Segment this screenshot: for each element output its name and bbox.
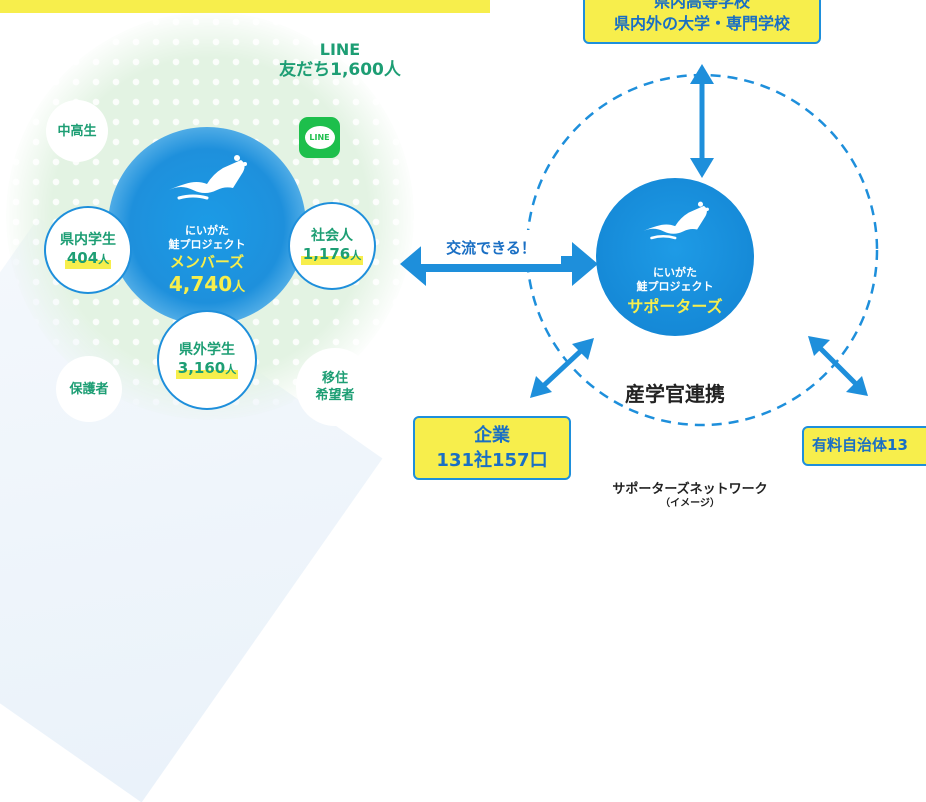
companies-arrow-line [538,346,586,391]
municipalities-arrow-head-2 [846,376,868,396]
companies-arrow-head-1 [530,376,552,398]
exchange-arrow [400,242,598,286]
schools-box: 県内高等学校 県内外の大学・専門学校 [583,0,821,44]
out-students-count-row: 3,160人 [175,358,239,379]
network-caption-line-1: サポーターズネットワーク [612,482,768,497]
migration-label-1: 移住 [321,371,348,386]
line-app-icon: LINE [299,117,340,158]
schools-arrow-head-bottom [690,158,714,178]
companies-box: 企業 131社157口 [413,416,571,480]
exchange-label: 交流できる！ [421,230,561,264]
companies-arrow-head-2 [572,338,594,360]
cooperation-label: 産学官連携 [625,382,725,406]
line-friends-unit: 人 [383,60,401,80]
members-subtitle-2: 鮭プロジェクト [168,238,246,251]
pref-students-label: 県内学生 [60,231,116,248]
pref-students-circle: 県内学生 404人 [44,206,132,294]
municipalities-arrow-head-1 [808,336,830,356]
out-students-label: 県外学生 [179,341,235,358]
supporters-text: にいがた 鮭プロジェクト サポーターズ [596,266,754,318]
line-friends-row: 友だち1,600人 [240,60,440,80]
guardians-circle: 保護者 [56,356,122,422]
members-count: 4,740 [168,272,233,296]
supporters-name: サポーターズ [627,297,723,316]
members-count-row: 4,740人 [108,272,306,300]
municipalities-arrow-line [816,344,860,388]
working-label: 社会人 [311,227,353,244]
working-count: 1,176 [302,244,351,263]
members-subtitle-1: にいがた [185,224,229,237]
migration-circle: 移住 希望者 [296,348,374,426]
out-students-count: 3,160 [177,358,226,377]
working-count-row: 1,176人 [300,244,364,265]
junior-high-label: 中高生 [57,123,97,139]
schools-line-1: 県内高等学校 [653,0,750,11]
line-title: LINE [319,40,361,59]
migration-label-2: 希望者 [315,388,355,403]
members-unit: 人 [232,280,246,295]
supporters-subtitle-1: にいがた [653,266,697,279]
working-unit: 人 [350,248,362,262]
municipalities-box: 有料自治体13 [802,426,926,466]
municipalities-line-1: 有料自治体13 [812,436,908,454]
working-circle: 社会人 1,176人 [288,202,376,290]
supporters-subtitle-2: 鮭プロジェクト [636,280,714,293]
network-caption-line-2: （イメージ） [660,498,720,509]
guardians-label: 保護者 [69,381,109,397]
network-caption: サポーターズネットワーク （イメージ） [520,482,860,510]
pref-students-unit: 人 [98,252,110,266]
top-banner [0,0,490,13]
companies-line-1: 企業 [474,425,510,446]
out-students-circle: 県外学生 3,160人 [157,310,257,410]
line-friends-count: 1,600 [330,60,384,80]
line-friends-prefix: 友だち [279,60,331,80]
salmon-logo-icon [169,155,247,200]
companies-line-2: 131社157口 [436,450,548,471]
line-icon-label: LINE [304,126,335,149]
supporters-circle [596,178,754,336]
pref-students-count-row: 404人 [64,248,112,269]
junior-high-circle: 中高生 [46,100,108,162]
supporters-salmon-logo-icon [643,201,709,240]
pref-students-count: 404 [66,248,99,267]
schools-line-2: 県内外の大学・専門学校 [613,14,790,33]
members-name: メンバーズ [169,253,245,271]
line-title-block: LINE 友だち1,600人 [240,40,440,80]
out-students-unit: 人 [225,362,237,376]
members-core-circle [108,127,306,325]
members-center-text: にいがた 鮭プロジェクト メンバーズ 4,740人 [108,224,306,300]
schools-arrow-head-top [690,64,714,84]
